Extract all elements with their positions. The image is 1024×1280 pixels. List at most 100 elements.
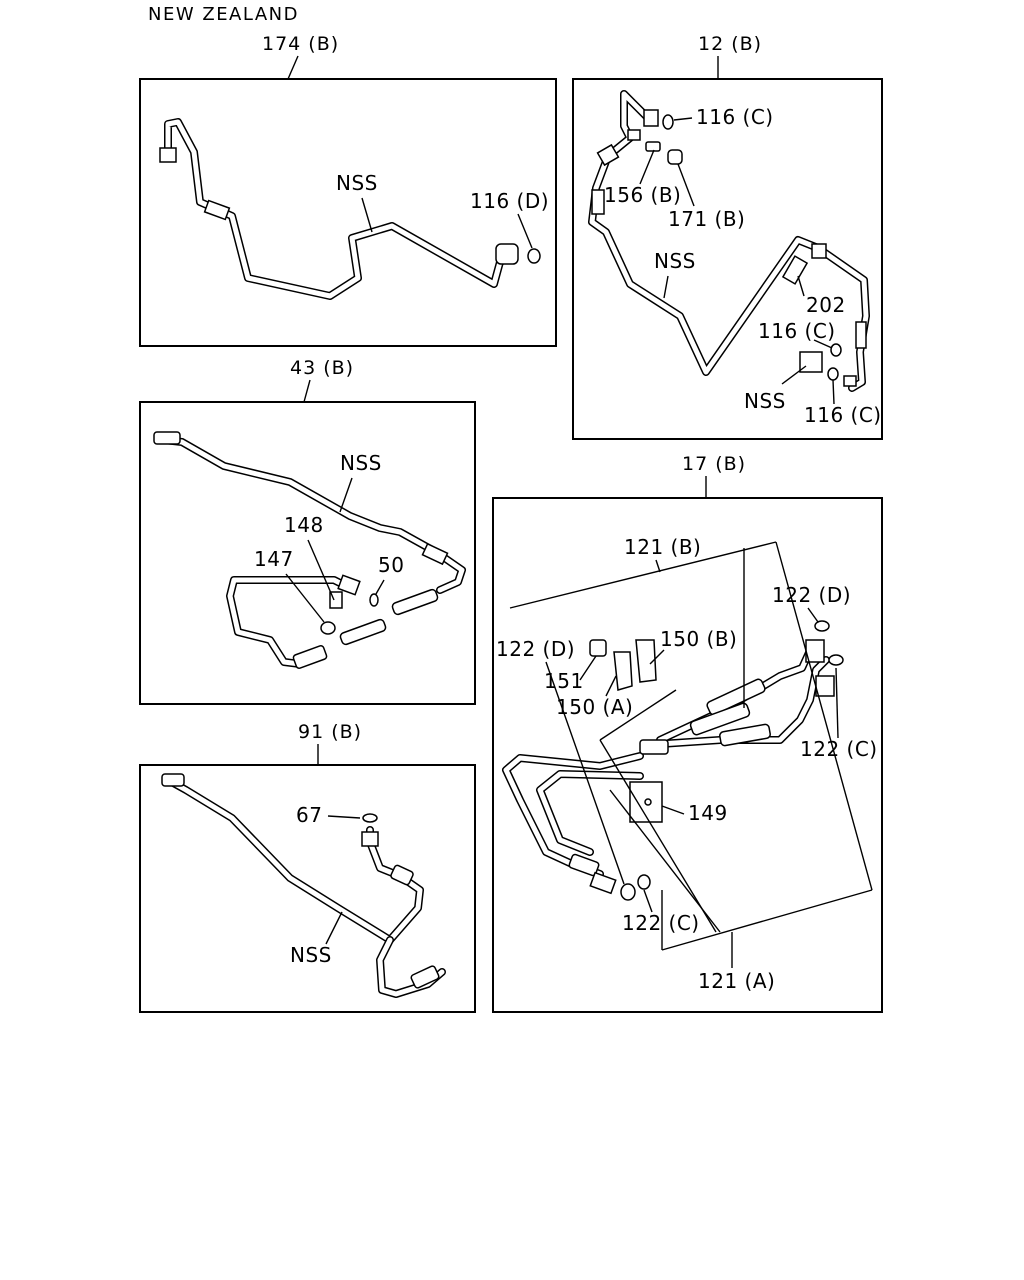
nss-label: NSS [336,171,378,195]
part-122c-leader-b [643,889,653,913]
flare-nut [161,773,185,787]
part-147-leader [285,573,325,623]
part-116c-leader-a [673,117,693,121]
pipe-sleeve [855,321,867,349]
part-116c-leader-b [813,339,833,349]
assembly-17b-frame [492,497,883,1013]
pipe-sleeve [591,189,605,215]
brake-hose [339,618,387,646]
hose-fitting [292,645,328,669]
flare-nut [361,831,379,847]
o-ring-122c [637,874,651,890]
part-122d-leader-a [807,607,819,623]
nss-leader [325,911,343,945]
assembly-174b-title: 174 (B) [262,33,339,55]
flare-nut [153,431,181,445]
washer-67 [362,813,378,823]
part-116d-label: 116 (D) [470,189,549,213]
part-171b-label: 171 (B) [668,207,745,231]
part-116c-label-b: 116 (C) [758,319,836,343]
assembly-43b-leader [303,379,311,403]
part-149-label: 149 [688,801,728,825]
bracket-line-121a [599,739,717,933]
part-122d-leader-b [545,661,625,885]
union-fitting [495,243,519,265]
part-121b-leader [655,559,661,573]
nss-leader [339,477,353,513]
junction-block [799,351,823,373]
assembly-17b-title: 17 (B) [682,453,746,475]
o-ring-116c [662,114,674,130]
part-50-label: 50 [378,553,404,577]
o-ring-116c [827,367,839,381]
union-fitting [627,129,641,141]
union-fitting [337,574,361,596]
part-149-leader [661,805,685,815]
o-ring-50 [369,593,379,607]
cap-171b [667,149,683,165]
flare-nut [589,871,617,895]
assembly-43b-frame [139,401,476,705]
bleeder-screw-156b [645,141,661,152]
assembly-174b-frame [139,78,557,347]
pipe-sleeve [421,542,449,566]
part-116d-leader [517,213,533,249]
part-202-leader [797,275,805,297]
assembly-12b-title: 12 (B) [698,33,762,55]
assembly-174b-leader [287,55,299,80]
hose-fitting [390,864,414,886]
assembly-12b: 12 (B) 116 (C) 156 (B) 171 (B) NSS 202 1… [572,33,883,440]
part-150b-leader [649,649,665,665]
union-fitting [815,675,835,697]
part-148-leader [307,539,335,601]
pipe-sleeve [203,199,231,221]
nss-label: NSS [290,943,332,967]
assembly-17b: 17 (B) [492,453,883,1013]
part-150a-leader [605,675,617,697]
bracket-line-121b [509,541,777,609]
bracket-line-121b [775,541,873,891]
assembly-91b-frame [139,764,476,1013]
flare-nut [811,243,827,259]
brake-pipe-174 [164,118,516,300]
nss-leader-a [663,275,669,299]
pressure-switch-202 [781,255,809,285]
part-121a-label: 121 (A) [698,969,775,993]
bolt-151 [589,639,607,657]
flare-nut [568,853,600,877]
part-147-label: 147 [254,547,294,571]
o-ring-116d [527,248,541,264]
nss-leader-b [781,365,807,385]
part-50-leader [375,579,385,595]
region-label: NEW ZEALAND [148,4,299,25]
part-116c-label-c: 116 (C) [804,403,882,427]
part-122c-label-a: 122 (C) [800,737,878,761]
assembly-43b: 43 (B) NSS 148 147 50 [139,357,476,705]
part-151-leader [579,655,597,681]
part-156b-leader [639,149,655,185]
part-116c-label-a: 116 (C) [696,105,774,129]
assembly-91b: 91 (B) 67 NSS [139,721,476,1013]
nss-label: NSS [340,451,382,475]
part-122c-label-b: 122 (C) [622,911,700,935]
flare-nut [843,375,857,387]
bracket-line-121b [599,689,677,741]
assembly-91b-title: 91 (B) [298,721,362,743]
bracket-line-121a [609,789,721,933]
part-67-label: 67 [296,803,322,827]
nss-label-b: NSS [744,389,786,413]
flare-nut [159,147,177,163]
nss-leader [361,197,373,233]
hose-fitting [410,965,440,989]
flare-nut [643,109,659,127]
assembly-174b: 174 (B) NSS 116 (D) [139,33,557,347]
assembly-43b-title: 43 (B) [290,357,354,379]
brake-hose [689,702,751,736]
part-67-leader [327,815,361,819]
brake-hose [706,678,766,716]
part-148-label: 148 [284,513,324,537]
assembly-12b-frame [572,78,883,440]
part-122c-leader-a [835,667,839,739]
brake-hose [391,588,439,616]
